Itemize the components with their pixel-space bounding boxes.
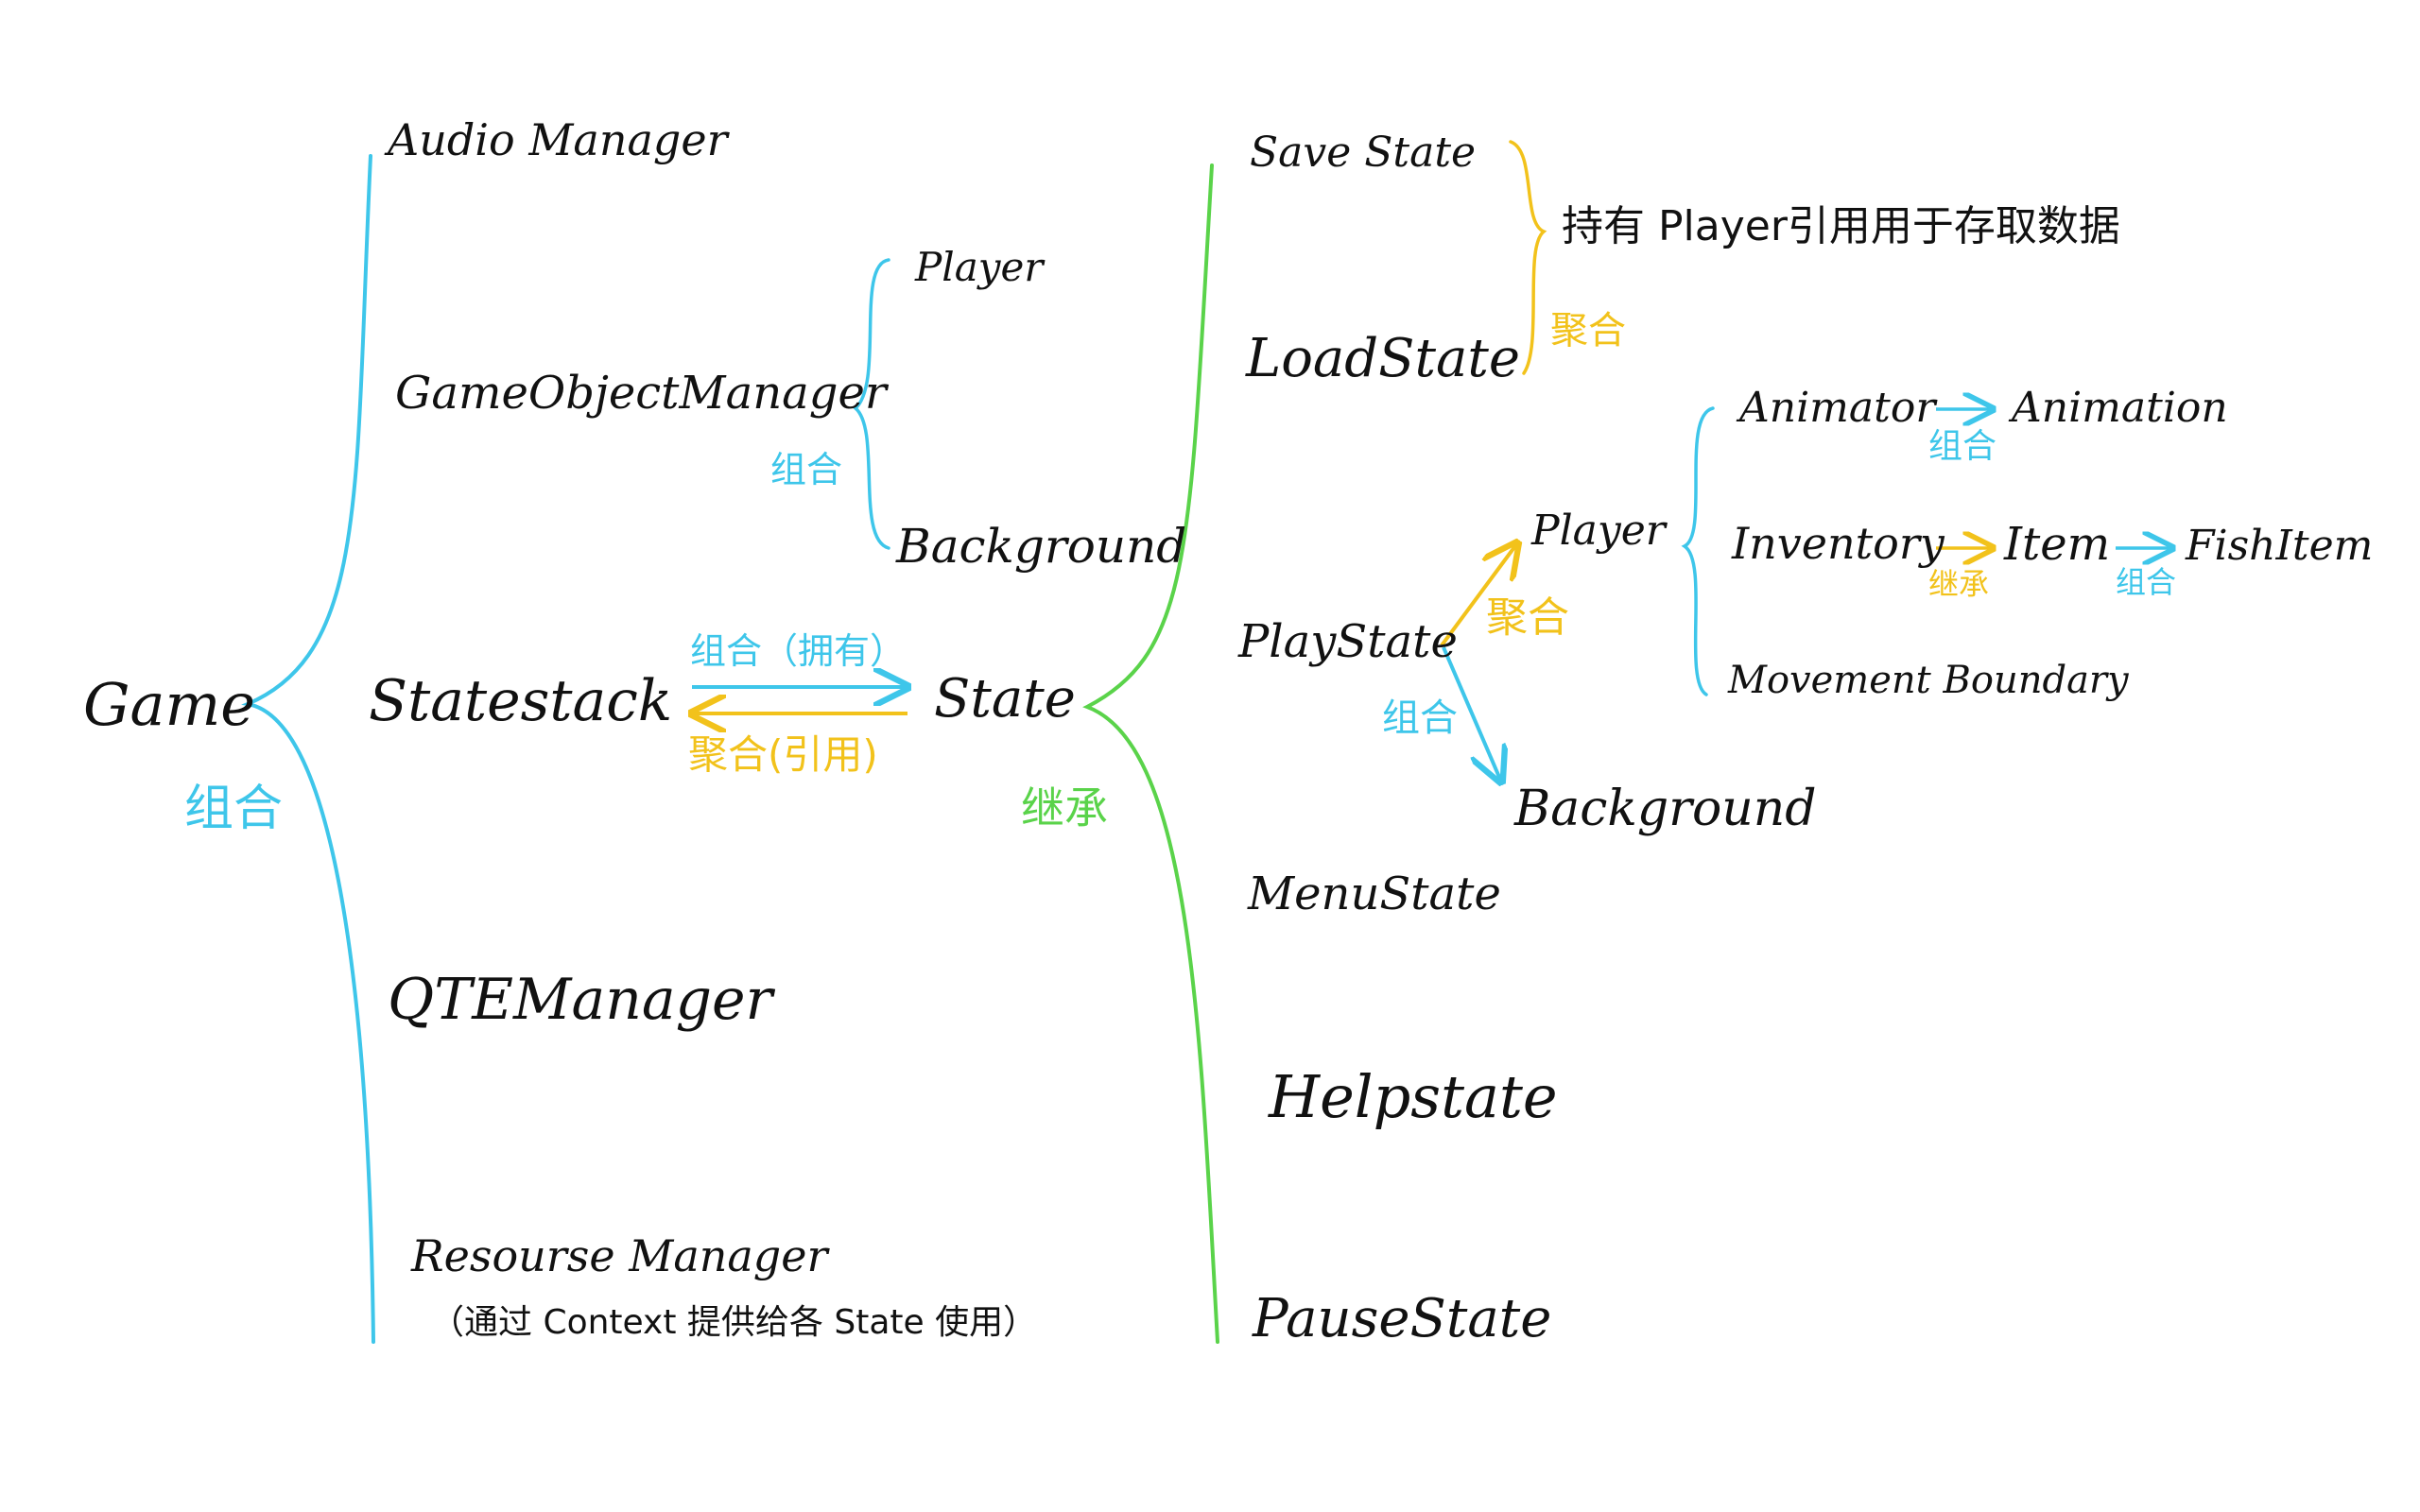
node-animator: Animator — [1739, 384, 1936, 432]
label-state-inheritance: 继承 — [1021, 782, 1108, 833]
node-load-state: LoadState — [1246, 328, 1521, 389]
node-ps-player: Player — [1531, 507, 1666, 555]
ps-player-arrow — [1440, 543, 1517, 647]
node-pause-state: PauseState — [1253, 1288, 1552, 1349]
node-movement-boundary: Movement Boundary — [1728, 659, 2129, 702]
node-resource-manager: Resourse Manager — [411, 1230, 828, 1281]
label-ps-player-aggregation: 聚合 — [1486, 593, 1569, 642]
label-save-load-note: 持有 Player引用用于存取数据 — [1562, 202, 2120, 250]
save-load-brace — [1509, 140, 1547, 375]
node-item: Item — [2004, 518, 2111, 571]
label-animator-composition: 组合 — [1928, 427, 1997, 466]
label-gom-composition: 组合 — [770, 449, 843, 490]
node-menu-state: MenuState — [1248, 868, 1501, 920]
ps-background-arrow — [1442, 646, 1501, 782]
node-gameobject-manager: GameObjectManager — [395, 367, 887, 420]
node-game: Game — [83, 670, 255, 739]
node-save-state: Save State — [1250, 129, 1477, 177]
gom-brace — [853, 258, 890, 550]
player-brace — [1681, 406, 1715, 696]
node-statestack: Statestack — [369, 668, 673, 734]
game-brace — [241, 154, 375, 1344]
label-item-composition: 组合 — [2116, 564, 2177, 600]
node-audio-manager: Audio Manager — [388, 114, 728, 165]
label-inventory-inheritance: 继承 — [1928, 566, 1990, 602]
node-help-state: Helpstate — [1269, 1062, 1558, 1131]
label-state-refs: 聚合(引用) — [688, 731, 878, 778]
label-game-composition: 组合 — [184, 781, 284, 837]
label-ps-background-composition: 组合 — [1382, 696, 1458, 740]
node-animation: Animation — [2012, 384, 2228, 432]
node-qte-manager: QTEManager — [388, 967, 773, 1033]
node-inventory: Inventory — [1732, 518, 1945, 569]
node-ps-background: Background — [1514, 781, 1817, 837]
node-state: State — [934, 668, 1076, 730]
label-save-load-aggregation: 聚合 — [1550, 309, 1626, 352]
node-gom-player: Player — [915, 244, 1044, 290]
label-statestack-owns: 组合（拥有） — [690, 630, 907, 672]
node-gom-background: Background — [896, 519, 1187, 574]
state-brace — [1082, 163, 1219, 1344]
node-fish-item: FishItem — [2186, 522, 2374, 570]
node-play-state: PlayState — [1238, 615, 1458, 668]
label-resource-note: （通过 Context 提供给各 State 使用） — [430, 1303, 1038, 1342]
